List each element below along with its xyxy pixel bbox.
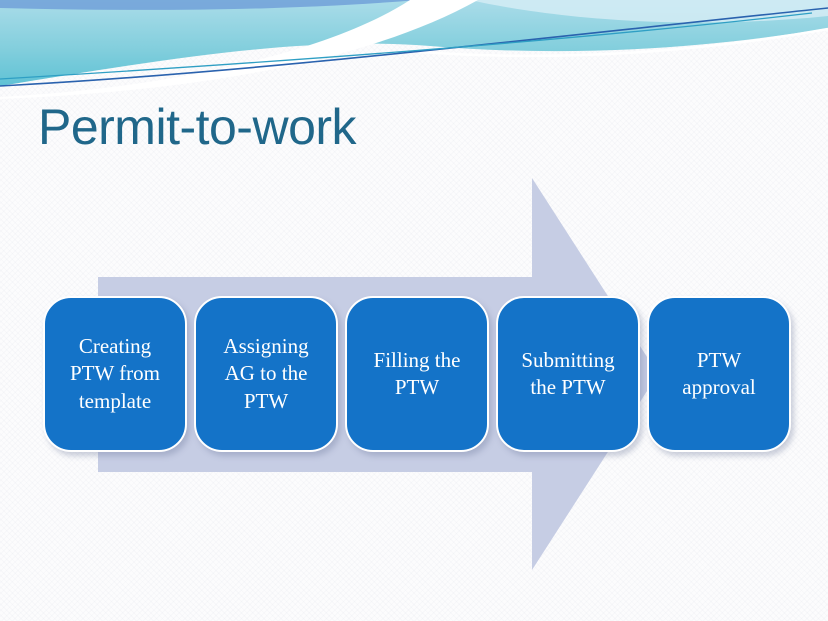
top-blue-strip: [0, 0, 418, 10]
process-step-4[interactable]: Submitting the PTW: [496, 296, 640, 452]
process-step-label: Filling the PTW: [373, 347, 461, 399]
white-swoosh-shape: [0, 0, 478, 99]
process-step-3[interactable]: Filling the PTW: [345, 296, 489, 452]
accent-line-dark-blue: [0, 7, 828, 87]
process-step-label: Assigning AG to the PTW: [223, 334, 309, 413]
header-wave-decoration: [0, 0, 828, 99]
process-step-label: Creating PTW from template: [69, 334, 161, 413]
slide-title: Permit-to-work: [38, 99, 357, 155]
process-step-1[interactable]: Creating PTW from template: [43, 296, 187, 452]
process-step-label: Submitting the PTW: [521, 347, 615, 399]
wave-band-shape: [0, 0, 828, 86]
accent-line-cyan: [0, 12, 813, 80]
process-step-5[interactable]: PTW approval: [647, 296, 791, 452]
process-step-2[interactable]: Assigning AG to the PTW: [194, 296, 338, 452]
process-step-label: PTW approval: [682, 347, 756, 399]
thin-white-arc: [419, 27, 828, 58]
